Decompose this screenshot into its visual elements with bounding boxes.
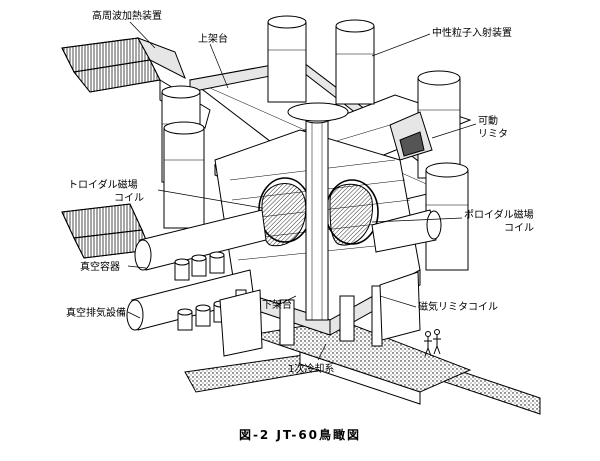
nbi-towers	[161, 15, 469, 271]
label-upper-frame: 上架台	[198, 32, 228, 45]
label-neutral-beam: 中性粒子入射装置	[432, 26, 512, 39]
label-rf-heating: 高周波加熱装置	[92, 9, 162, 22]
label-toroidal-line2: コイル	[114, 193, 144, 204]
center-column	[287, 102, 349, 321]
label-exhaust-system: 真空排気設備	[66, 306, 126, 319]
rf-waveguide-upper	[61, 37, 211, 129]
rf-waveguide-lower	[61, 203, 151, 259]
label-poloidal-line1: ポロイダル磁場	[464, 208, 534, 221]
tower-right-2	[425, 162, 469, 271]
tower-top-left	[267, 15, 307, 103]
human-figures	[424, 329, 441, 357]
label-limiter-line2: リミタ	[478, 128, 508, 140]
leader-lines	[127, 21, 477, 361]
toroidal-coils	[258, 177, 379, 247]
movable-limiter	[389, 111, 433, 161]
tower-top-right	[335, 19, 375, 105]
label-toroidal-line1: トロイダル磁場	[68, 178, 138, 191]
lower-structure	[219, 271, 421, 357]
diagram-labels: 高周波加熱装置 上架台 中性粒子入射装置 可動 リミタ トロイダル磁場 コイル …	[66, 9, 534, 375]
label-vacuum-vessel: 真空容器	[80, 260, 120, 273]
label-lower-frame: 下架台	[262, 298, 292, 311]
tower-left-2	[163, 121, 205, 229]
horizontal-ports	[126, 209, 442, 331]
label-magnetic-limiter-coil: 磁気リミタコイル	[418, 300, 498, 313]
figure-caption: 図-2 JT-60鳥瞰図	[238, 428, 362, 442]
label-poloidal-line2: コイル	[504, 223, 534, 234]
label-primary-cooling: 1次冷却系	[288, 362, 334, 375]
label-limiter-line1: 可動	[478, 114, 498, 127]
